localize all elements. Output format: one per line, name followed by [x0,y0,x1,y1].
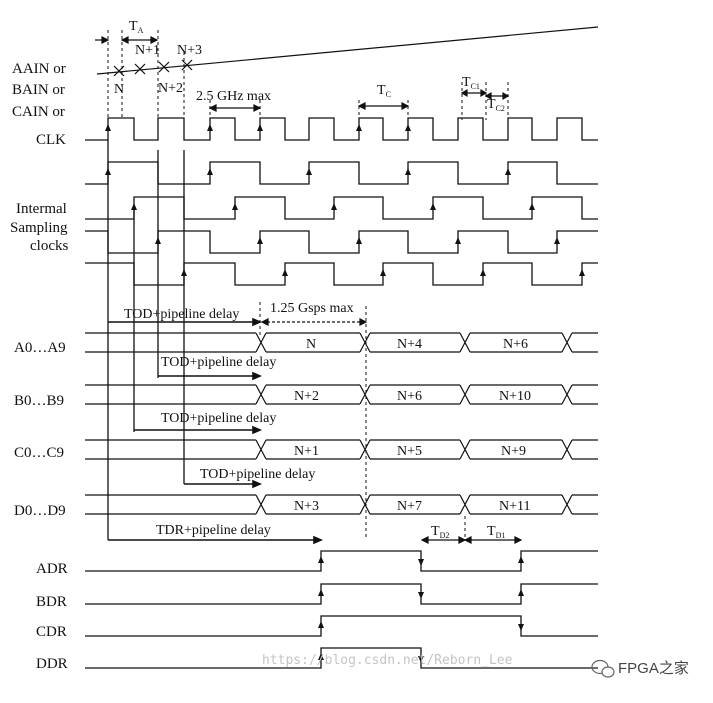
gsps-measure [260,318,368,326]
bdr-label: BDR [36,594,67,610]
ta-measure [95,36,159,44]
sample-n1-label: N+1 [135,43,160,58]
dr-edge-arrows [318,556,524,663]
input-label-1: AAIN or [12,61,66,77]
internal-label-1: Intermal [16,201,67,217]
bus-c-value-2: N+5 [397,444,422,459]
tod-b-measure [158,371,263,381]
bus-d-waveform [85,494,598,515]
td1-measure [463,536,523,544]
tod-a-measure [108,317,263,327]
sampling-clock-1 [85,161,598,185]
clk-waveform [85,117,598,141]
ddr-waveform [85,647,598,669]
sample-points [113,59,193,77]
watermark-text: https://blog.csdn.net/Reborn_Lee [262,653,513,668]
clk-max-label: 2.5 GHz max [196,89,271,104]
bus-b-waveform [85,384,598,405]
tc-measure [357,102,410,110]
input-label-2: BAIN or [12,82,65,98]
bus-d-label: D0…D9 [14,503,66,519]
sample-n-label: N [114,82,124,97]
sampling-clock-3 [85,230,598,254]
bus-c-waveform [85,439,598,460]
bus-d-value-1: N+3 [294,499,319,514]
internal-label-3: clocks [30,238,68,254]
internal-label-2: Sampling [10,220,68,236]
bus-c-value-3: N+9 [501,444,526,459]
logo-text: FPGA之家 [618,660,689,677]
reference-dashes [107,30,509,540]
tod-c-label: TOD+pipeline delay [161,411,276,426]
sampling-clock-2 [85,196,598,220]
sample-n2-label: N+2 [158,81,183,96]
bus-b-value-2: N+6 [397,389,422,404]
bus-a-value-2: N+4 [397,337,422,352]
tod-a-label: TOD+pipeline delay [124,307,239,322]
pipeline-guides [107,140,185,540]
clk-max-measure [208,104,262,112]
bus-d-value-3: N+11 [499,499,531,514]
cdr-waveform [85,615,598,637]
bus-c-value-1: N+1 [294,444,319,459]
adr-label: ADR [36,561,68,577]
bus-a-label: A0…A9 [14,340,66,356]
bus-a-waveform [85,332,598,353]
tc2-measure [484,91,510,101]
tc1-label: TC1 [462,75,480,91]
gsps-label: 1.25 Gsps max [270,301,354,316]
sampling-clock-arrows [105,168,585,276]
tdr-measure [108,535,324,545]
tod-b-label: TOD+pipeline delay [161,355,276,370]
analog-input-ramp [96,26,599,75]
tod-d-label: TOD+pipeline delay [200,467,315,482]
td2-measure [420,536,467,544]
tod-c-measure [134,425,263,435]
tc-label: TC [377,83,391,99]
td2-label: TD2 [431,524,449,540]
bus-b-label: B0…B9 [14,393,64,409]
clk-edge-arrows [105,124,411,131]
sampling-clock-4 [85,262,598,286]
tdr-label: TDR+pipeline delay [156,523,271,538]
td1-label: TD1 [487,524,505,540]
bus-a-value-1: N [306,337,316,352]
tc1-measure [460,88,488,98]
input-label-3: CAIN or [12,104,65,120]
ddr-label: DDR [36,656,68,672]
tc2-label: TC2 [487,97,505,113]
sample-n3-label: N+3 [177,43,202,58]
bus-b-value-1: N+2 [294,389,319,404]
ta-label: TA [129,19,144,35]
bus-a-value-3: N+6 [503,337,528,352]
clk-label: CLK [36,132,66,148]
bus-d-value-2: N+7 [397,499,422,514]
bus-c-label: C0…C9 [14,445,64,461]
wechat-icon [591,659,615,678]
bus-b-value-3: N+10 [499,389,531,404]
cdr-label: CDR [36,624,67,640]
tod-d-measure [184,479,263,489]
